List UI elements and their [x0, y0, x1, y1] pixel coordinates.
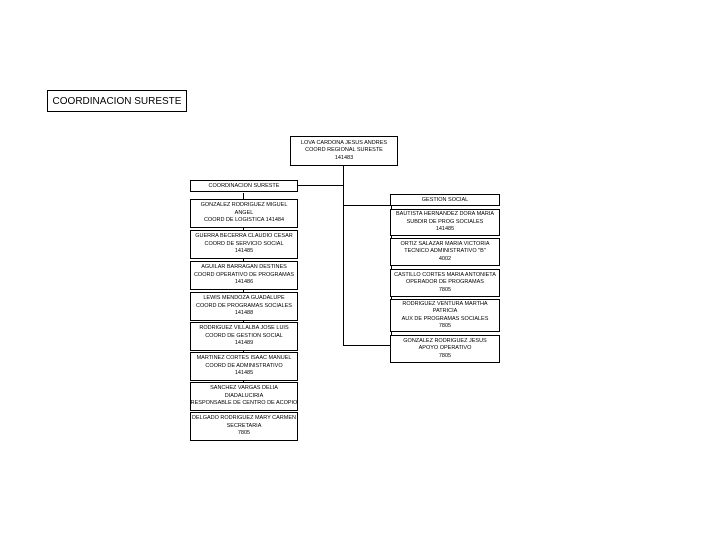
right-box-line: AUX DE PROGRAMAS SOCIALES	[401, 315, 489, 322]
left-box-line: SANCHEZ VARGAS DELIA	[210, 385, 278, 392]
left-box-line: GUERRA BECERRA CLAUDIO CESAR	[195, 233, 293, 240]
root-box: LOVA CARDONA JESUS ANDRES COORD REGIONAL…	[290, 136, 398, 166]
right-box-line: 7805	[438, 286, 452, 293]
left-box-line: COORD DE SERVICIO SOCIAL	[204, 240, 284, 247]
left-box-line: AGUILAR BARRAGAN DESTINES	[201, 264, 287, 271]
right-box-line: APOYO OPERATIVO	[418, 345, 472, 352]
connector-left-branch	[298, 185, 343, 186]
right-box-line: CASTILLO CORTES MARIA ANTONIETA	[394, 271, 496, 278]
connector-right-branch	[343, 205, 391, 206]
right-box-line: ORTIZ SALAZAR MARIA VICTORIA	[400, 240, 490, 247]
left-box-line: 141485	[234, 248, 254, 255]
root-code: 141483	[334, 154, 354, 161]
root-role: COORD REGIONAL SURESTE	[305, 147, 383, 154]
left-box-line: 141488	[234, 310, 254, 317]
left-box-line: ANGEL	[234, 209, 254, 216]
left-box-line: 141489	[234, 340, 254, 347]
left-box-line: RODRIGUEZ VILLALBA JOSE LUIS	[199, 325, 289, 332]
right-box-line: GONZALEZ RODRIGUEZ JESUS	[403, 337, 487, 344]
right-header: GESTION SOCIAL	[390, 194, 500, 206]
right-box-line: BAUTISTA HERNANDEZ DORA MARIA	[396, 211, 494, 218]
left-box-line: 7805	[237, 430, 251, 437]
left-box-line: COORD DE PROGRAMAS SOCIALES	[196, 302, 292, 309]
left-box-8: DELGADO RODRIGUEZ MARY CARMEN SECRETARIA…	[190, 412, 298, 441]
right-box-line: TECNICO ADMINISTRATIVO "B"	[404, 248, 486, 255]
left-box-line: SECRETARIA	[226, 422, 262, 429]
right-box-line: PATRICIA	[432, 308, 458, 314]
left-box-7: SANCHEZ VARGAS DELIA DIADALUCIRIA RESPON…	[190, 382, 298, 411]
left-box-4: LEWIS MENDOZA GUADALUPE COORD DE PROGRAM…	[190, 292, 298, 321]
left-header: COORDINACION SURESTE	[190, 180, 298, 192]
left-box-1: GONZALEZ RODRIGUEZ MIGUEL ANGEL COORD DE…	[190, 199, 298, 228]
left-box-line: COORD DE GESTION SOCIAL	[205, 332, 283, 339]
right-box-line: 7805	[438, 352, 452, 359]
left-box-line: DIADALUCIRIA	[224, 392, 264, 399]
right-box-1: BAUTISTA HERNANDEZ DORA MARIA SUBDIR DE …	[390, 209, 500, 236]
left-box-line: COORD OPERATIVO DE PROGRAMAS	[193, 271, 295, 278]
right-box-line: RODRIGUEZ VENTURA MARTHA	[402, 300, 488, 307]
left-box-line: 141485	[234, 370, 254, 377]
connector-root-trunk	[343, 166, 344, 346]
right-box-line: OPERADOR DE PROGRAMAS	[406, 279, 484, 286]
right-box-4: RODRIGUEZ VENTURA MARTHA PATRICIA AUX DE…	[390, 299, 500, 332]
left-box-line: GONZALEZ RODRIGUEZ MIGUEL	[200, 202, 288, 209]
left-box-3: AGUILAR BARRAGAN DESTINES COORD OPERATIV…	[190, 261, 298, 290]
left-box-line: MARTINEZ CORTES ISAAC MANUEL	[196, 355, 292, 362]
left-box-5: RODRIGUEZ VILLALBA JOSE LUIS COORD DE GE…	[190, 322, 298, 351]
left-box-6: MARTINEZ CORTES ISAAC MANUEL COORD DE AD…	[190, 352, 298, 381]
left-box-line: LEWIS MENDOZA GUADALUPE	[203, 295, 285, 302]
left-box-line: RESPONSABLE DE CENTRO DE ACOPIO	[190, 400, 298, 407]
right-box-3: CASTILLO CORTES MARIA ANTONIETA OPERADOR…	[390, 269, 500, 297]
left-box-line: COORD DE LOGISTICA 141484	[203, 217, 285, 224]
left-box-line: 141486	[234, 279, 254, 286]
right-box-line: 4002	[438, 255, 452, 262]
root-name: LOVA CARDONA JESUS ANDRES	[300, 139, 388, 146]
left-box-line: COORD DE ADMINISTRATIVO	[205, 362, 283, 369]
connector-right-header	[343, 345, 391, 346]
left-box-line: DELGADO RODRIGUEZ MARY CARMEN	[192, 415, 297, 422]
right-box-2: ORTIZ SALAZAR MARIA VICTORIA TECNICO ADM…	[390, 238, 500, 266]
right-box-5: GONZALEZ RODRIGUEZ JESUS APOYO OPERATIVO…	[390, 335, 500, 363]
right-box-line: SUBDIR DE PROG SOCIALES	[406, 218, 484, 225]
left-box-2: GUERRA BECERRA CLAUDIO CESAR COORD DE SE…	[190, 230, 298, 259]
right-box-line: 7805	[438, 323, 452, 329]
page-title: COORDINACION SURESTE	[47, 90, 187, 112]
right-box-line: 141485	[435, 226, 455, 233]
